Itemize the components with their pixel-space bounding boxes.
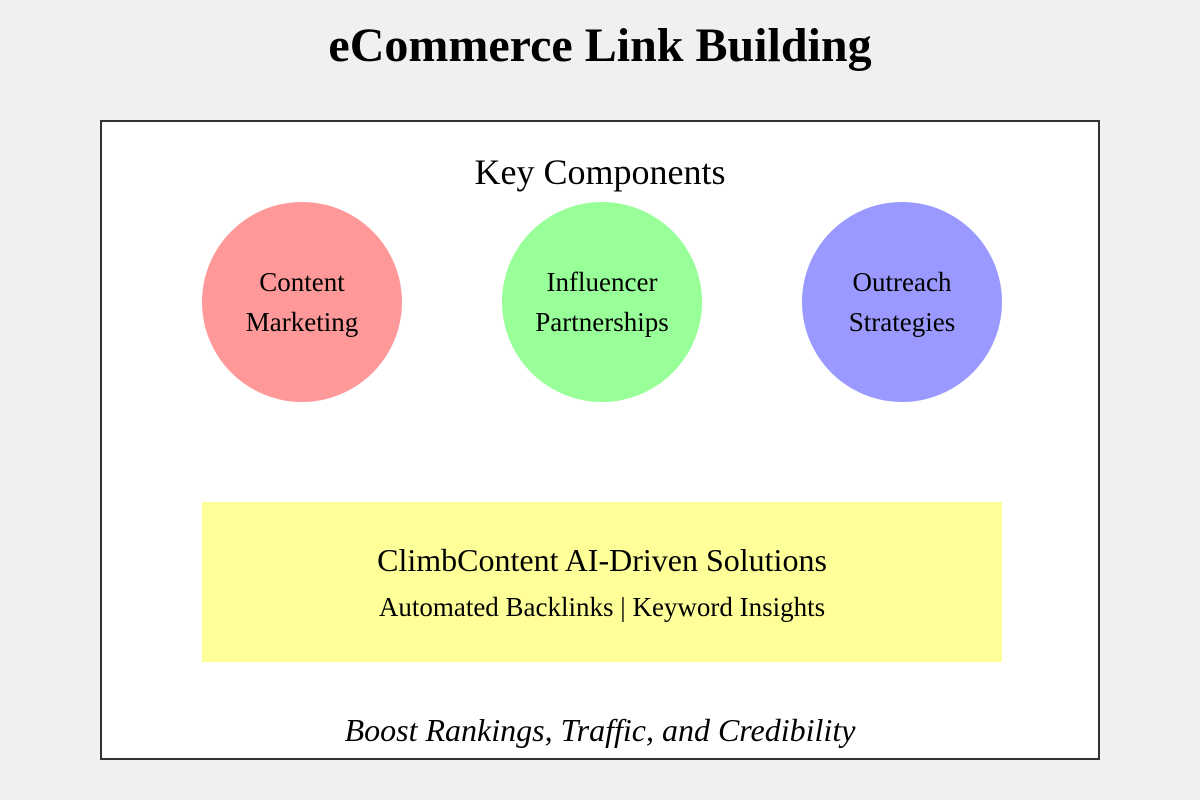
diagram-panel: Key Components Content Marketing Influen… [100,120,1100,760]
tagline: Boost Rankings, Traffic, and Credibility [344,712,856,748]
solutions-features: Automated Backlinks | Keyword Insights [378,592,826,622]
section-title: Key Components [474,152,726,192]
outreach-strategies-circle: Outreach Strategies [802,202,1002,402]
content-marketing-label-line2: Marketing [245,307,359,337]
solutions-box: ClimbContent AI-Driven Solutions Automat… [202,502,1002,662]
outreach-strategies-label-line2: Strategies [848,307,956,337]
solutions-title: ClimbContent AI-Driven Solutions [377,542,827,578]
outreach-strategies-label-line1: Outreach [852,267,952,297]
influencer-partnerships-circle: Influencer Partnerships [502,202,702,402]
influencer-partnerships-label-line1: Influencer [546,267,658,297]
page-title: eCommerce Link Building [328,19,872,72]
content-marketing-label-line1: Content [259,267,345,297]
content-marketing-circle: Content Marketing [202,202,402,402]
influencer-partnerships-label-line2: Partnerships [535,307,669,337]
